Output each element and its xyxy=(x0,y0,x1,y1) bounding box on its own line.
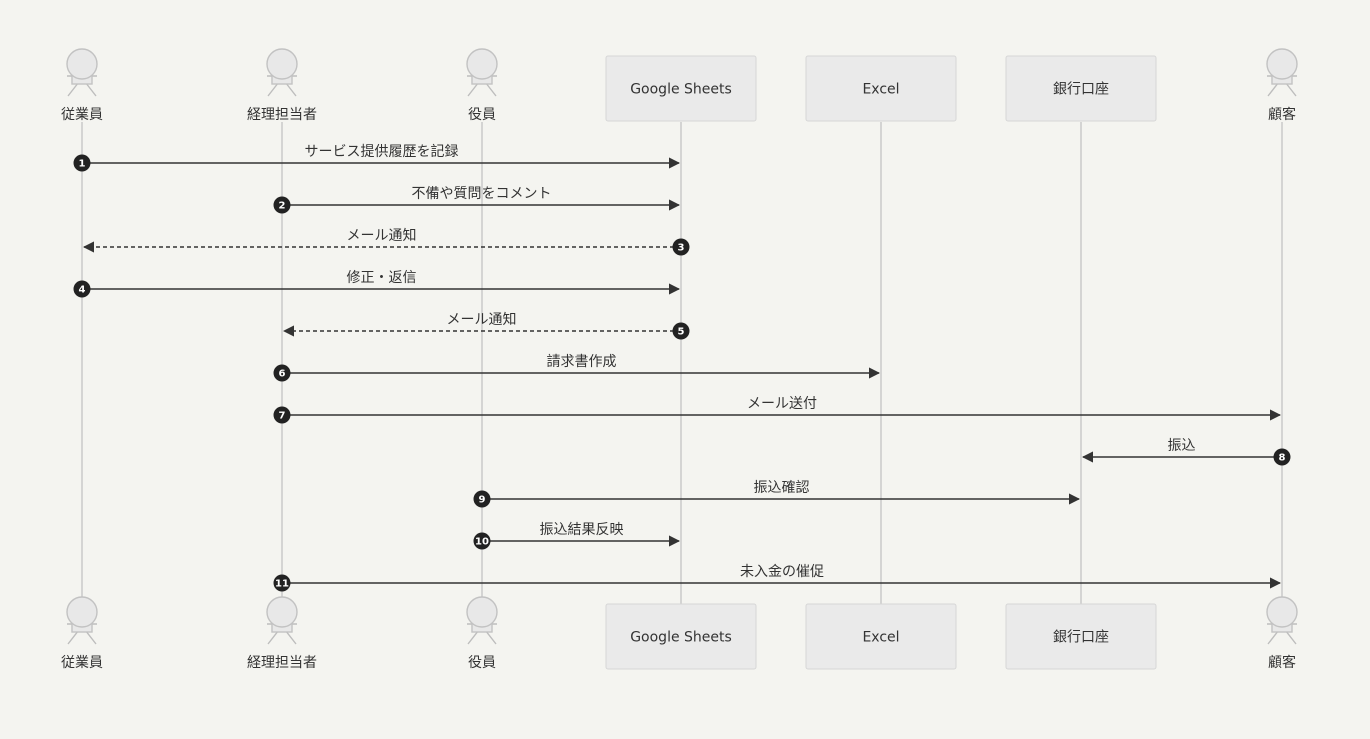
message-4: 修正・返信 4 xyxy=(73,270,681,298)
message-number: 11 xyxy=(275,579,289,590)
participant-label: 顧客 xyxy=(1268,106,1296,123)
participant-box xyxy=(805,603,957,670)
participant-box xyxy=(805,55,957,122)
message-number-badge: 3 xyxy=(672,238,690,256)
participant-label: 従業員 xyxy=(61,655,103,671)
participant-excel-top: Excel xyxy=(805,55,957,122)
message-11: 未入金の催促 11 xyxy=(273,564,1282,592)
message-number: 5 xyxy=(678,327,685,338)
person-icon xyxy=(266,596,298,645)
message-6: 請求書作成 6 xyxy=(273,354,881,382)
participant-box xyxy=(1005,603,1157,670)
message-label: サービス提供履歴を記録 xyxy=(305,143,459,160)
participant-label: Excel xyxy=(862,630,899,646)
person-icon xyxy=(466,596,498,645)
participant-label: 経理担当者 xyxy=(247,107,317,123)
actor-customer-bottom: 顧客 xyxy=(1266,596,1298,671)
participant-label: 銀行口座 xyxy=(1053,630,1109,646)
participant-box xyxy=(605,603,757,670)
message-label: メール通知 xyxy=(347,227,417,244)
person-icon xyxy=(66,596,98,645)
actor-accountant-top: 経理担当者 xyxy=(247,48,317,123)
message-label: 振込確認 xyxy=(754,480,810,496)
participant-label: 経理担当者 xyxy=(247,655,317,671)
participant-label: 役員 xyxy=(468,107,496,123)
participant-label: Google Sheets xyxy=(630,630,732,646)
participant-label: Google Sheets xyxy=(630,82,732,98)
message-label: 振込 xyxy=(1168,438,1196,454)
message-number-badge: 1 xyxy=(73,154,91,172)
message-label: 不備や質問をコメント xyxy=(412,186,552,202)
message-number-badge: 5 xyxy=(672,322,690,340)
actor-employee-top: 従業員 xyxy=(61,48,103,123)
actor-customer-top: 顧客 xyxy=(1266,48,1298,123)
message-number-badge: 8 xyxy=(1273,448,1291,466)
message-label: 修正・返信 xyxy=(347,270,417,286)
actor-officer-top: 役員 xyxy=(466,48,498,123)
person-icon xyxy=(1266,48,1298,97)
message-number: 3 xyxy=(678,243,685,254)
participant-sheets-bottom: Google Sheets xyxy=(605,603,757,670)
message-2: 不備や質問をコメント 2 xyxy=(273,186,681,214)
message-7: メール送付 7 xyxy=(273,396,1282,424)
message-number-badge: 7 xyxy=(273,406,291,424)
message-8: 振込 8 xyxy=(1081,438,1291,466)
message-number: 1 xyxy=(79,159,86,170)
message-number-badge: 11 xyxy=(273,574,291,592)
message-number-badge: 6 xyxy=(273,364,291,382)
person-icon xyxy=(66,48,98,97)
participant-excel-bottom: Excel xyxy=(805,603,957,670)
message-number-badge: 10 xyxy=(473,532,491,550)
participant-box xyxy=(605,55,757,122)
person-icon xyxy=(1266,596,1298,645)
participant-box xyxy=(1005,55,1157,122)
message-number: 9 xyxy=(479,495,486,506)
person-icon xyxy=(266,48,298,97)
message-1: サービス提供履歴を記録 1 xyxy=(73,143,681,172)
message-number-badge: 2 xyxy=(273,196,291,214)
actor-accountant-bottom: 経理担当者 xyxy=(247,596,317,671)
message-label: 未入金の催促 xyxy=(740,564,824,580)
actor-officer-bottom: 役員 xyxy=(466,596,498,671)
participant-label: 従業員 xyxy=(61,107,103,123)
participant-label: 顧客 xyxy=(1268,654,1296,671)
message-label: メール送付 xyxy=(747,396,817,412)
message-number-badge: 4 xyxy=(73,280,91,298)
message-3: メール通知 3 xyxy=(82,227,690,256)
participant-sheets-top: Google Sheets xyxy=(605,55,757,122)
message-number: 4 xyxy=(79,285,86,296)
participant-bank-bottom: 銀行口座 xyxy=(1005,603,1157,670)
participant-label: 銀行口座 xyxy=(1053,82,1109,98)
message-label: 請求書作成 xyxy=(547,354,617,370)
message-10: 振込結果反映 10 xyxy=(473,522,681,550)
message-label: 振込結果反映 xyxy=(540,522,624,538)
message-5: メール通知 5 xyxy=(282,311,690,340)
message-number: 6 xyxy=(279,369,286,380)
message-number: 2 xyxy=(279,201,286,212)
person-icon xyxy=(466,48,498,97)
message-label: メール通知 xyxy=(447,311,517,328)
message-number: 10 xyxy=(475,537,489,548)
message-number: 7 xyxy=(279,411,286,422)
participant-label: Excel xyxy=(862,82,899,98)
actor-employee-bottom: 従業員 xyxy=(61,596,103,671)
message-9: 振込確認 9 xyxy=(473,480,1081,508)
message-number: 8 xyxy=(1279,453,1286,464)
participant-label: 役員 xyxy=(468,655,496,671)
participant-bank-top: 銀行口座 xyxy=(1005,55,1157,122)
message-number-badge: 9 xyxy=(473,490,491,508)
